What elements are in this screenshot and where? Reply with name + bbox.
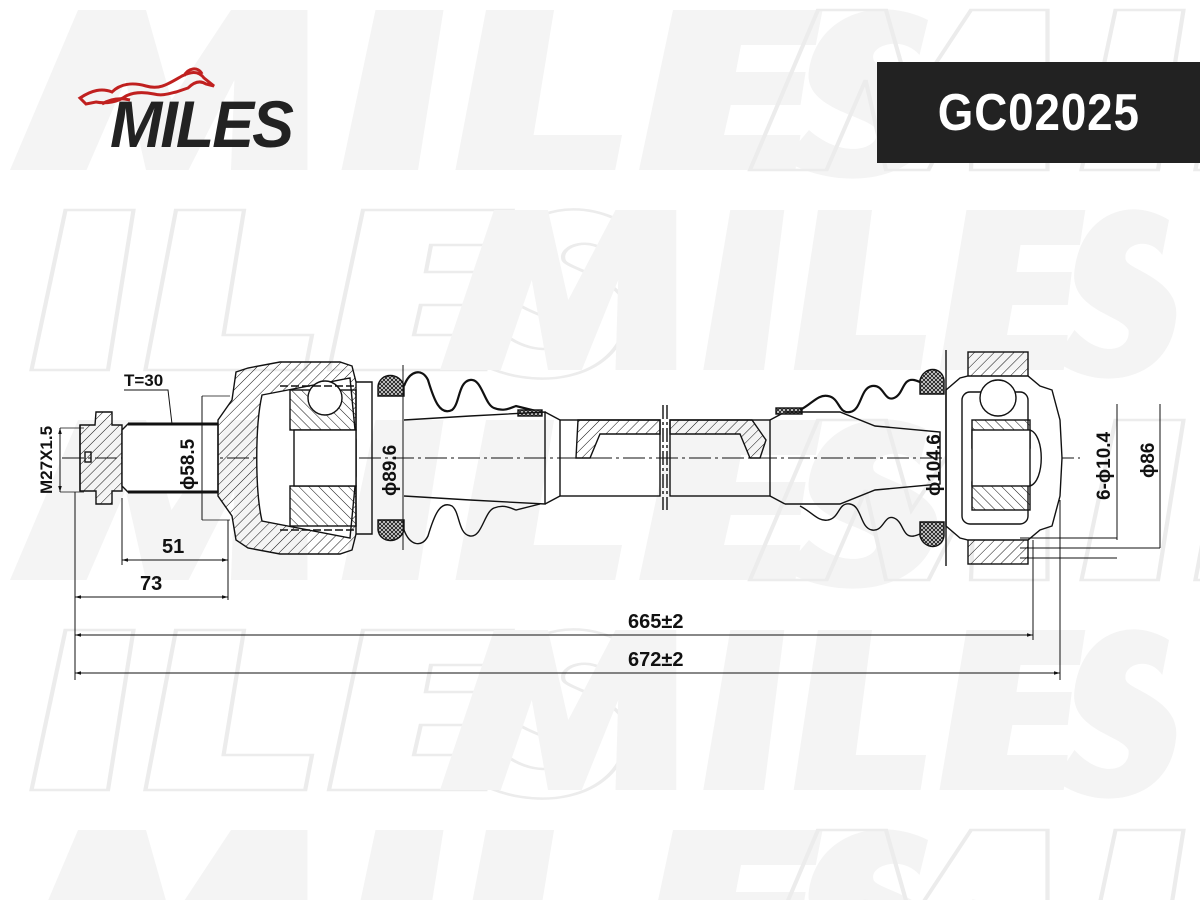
dimension-73-label: 73 (140, 573, 162, 595)
spline-shaft (121, 422, 219, 494)
brand-name: MILES (110, 87, 294, 161)
threaded-stub (79, 411, 123, 505)
brand-logo: MILES (72, 62, 352, 162)
dimension-51-label: 51 (162, 536, 184, 558)
shaft-body (403, 405, 786, 510)
spline-teeth-label: T=30 (124, 371, 163, 390)
dimension-672-label: 672±2 (628, 649, 683, 671)
bolt-circle-label: ϕ86 (1138, 443, 1159, 478)
thread-dimension (58, 427, 84, 493)
outer-joint-flange (945, 350, 1063, 566)
part-number-badge: GC02025 (877, 62, 1200, 163)
dimension-665-label: 665±2 (628, 611, 683, 633)
shaft-diameter-label: ϕ58.5 (178, 438, 199, 490)
outer-joint-diameter-label: ϕ104.6 (924, 434, 945, 496)
part-number: GC02025 (937, 83, 1140, 142)
greyhound-dog-icon (77, 67, 215, 106)
thread-label: M27X1.5 (37, 426, 56, 494)
outer-boot (775, 368, 945, 548)
inner-joint-housing (217, 361, 373, 555)
bolt-holes-label: 6-ϕ10.4 (1094, 431, 1115, 500)
inner-joint-diameter-label: ϕ89.6 (380, 445, 401, 496)
